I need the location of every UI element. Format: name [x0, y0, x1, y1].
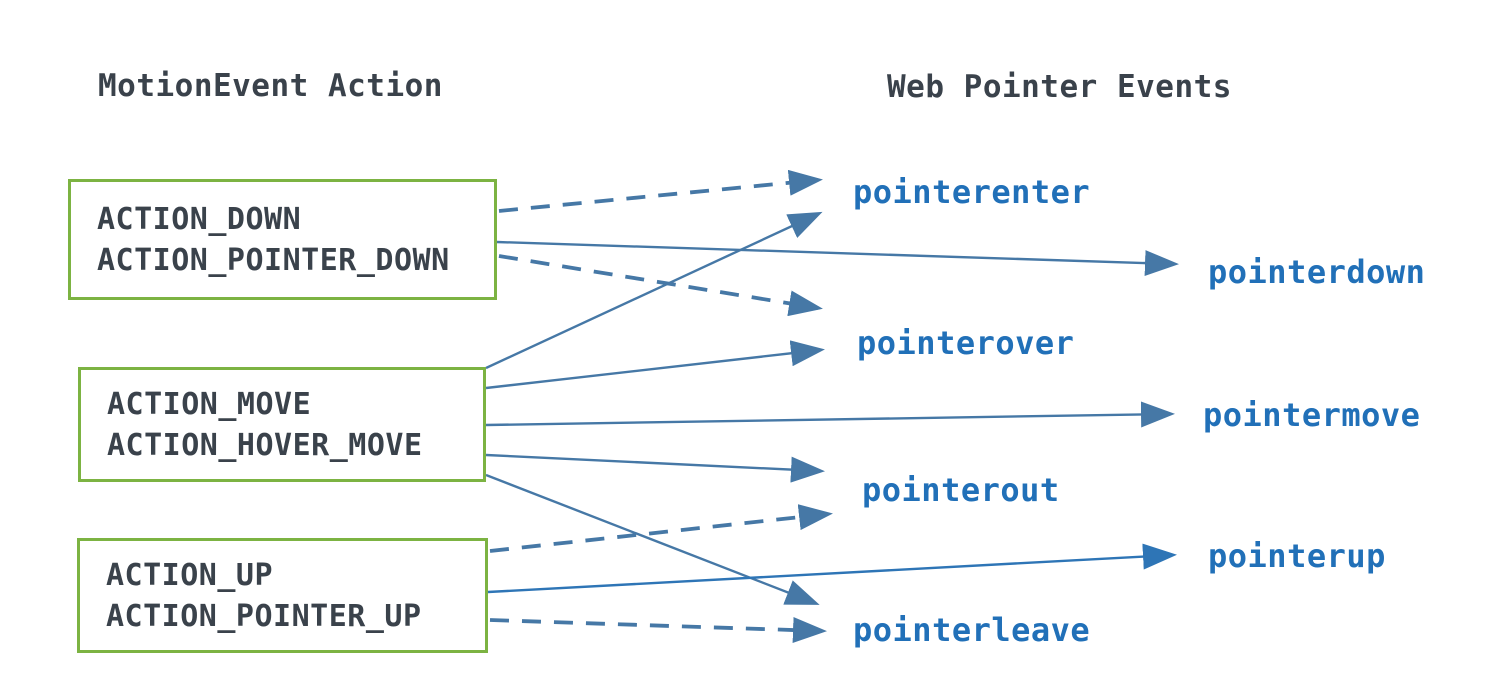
right-column-header: Web Pointer Events: [887, 69, 1232, 105]
action-label: ACTION_POINTER_UP: [106, 598, 422, 634]
action-box-action_move: ACTION_MOVE ACTION_HOVER_MOVE: [78, 367, 486, 482]
connector-action_up-to-pointerleave: [489, 617, 827, 644]
event-label-pointermove: pointermove: [1203, 396, 1421, 434]
connector-action_move-to-pointerleave: [485, 473, 820, 605]
action-label: ACTION_UP: [106, 557, 274, 593]
connector-action_down-to-pointerenter: [498, 169, 823, 213]
action-label: ACTION_DOWN: [97, 201, 302, 237]
connector-action_move-to-pointerover: [485, 340, 825, 390]
left-column-header: MotionEvent Action: [98, 68, 443, 104]
connector-action_up-to-pointerout: [489, 504, 833, 553]
event-label-pointerleave: pointerleave: [853, 611, 1091, 649]
action-box-action_up: ACTION_UP ACTION_POINTER_UP: [77, 538, 488, 653]
action-label: ACTION_MOVE: [107, 386, 312, 422]
action-label: ACTION_POINTER_DOWN: [97, 242, 450, 278]
connector-action_down-to-pointerdown: [496, 240, 1179, 277]
event-label-pointerup: pointerup: [1208, 537, 1386, 575]
action-box-action_down: ACTION_DOWN ACTION_POINTER_DOWN: [68, 179, 497, 300]
event-label-pointerout: pointerout: [862, 471, 1060, 509]
event-label-pointerdown: pointerdown: [1208, 253, 1426, 291]
connector-action_move-to-pointermove: [485, 401, 1175, 428]
event-label-pointerenter: pointerenter: [853, 173, 1091, 211]
connector-action_up-to-pointerup: [487, 543, 1177, 594]
action-label: ACTION_HOVER_MOVE: [107, 427, 423, 463]
connector-action_down-to-pointerover: [498, 254, 823, 317]
connector-action_move-to-pointerenter: [485, 211, 823, 370]
connector-action_move-to-pointerout: [485, 453, 825, 483]
event-label-pointerover: pointerover: [857, 324, 1075, 362]
